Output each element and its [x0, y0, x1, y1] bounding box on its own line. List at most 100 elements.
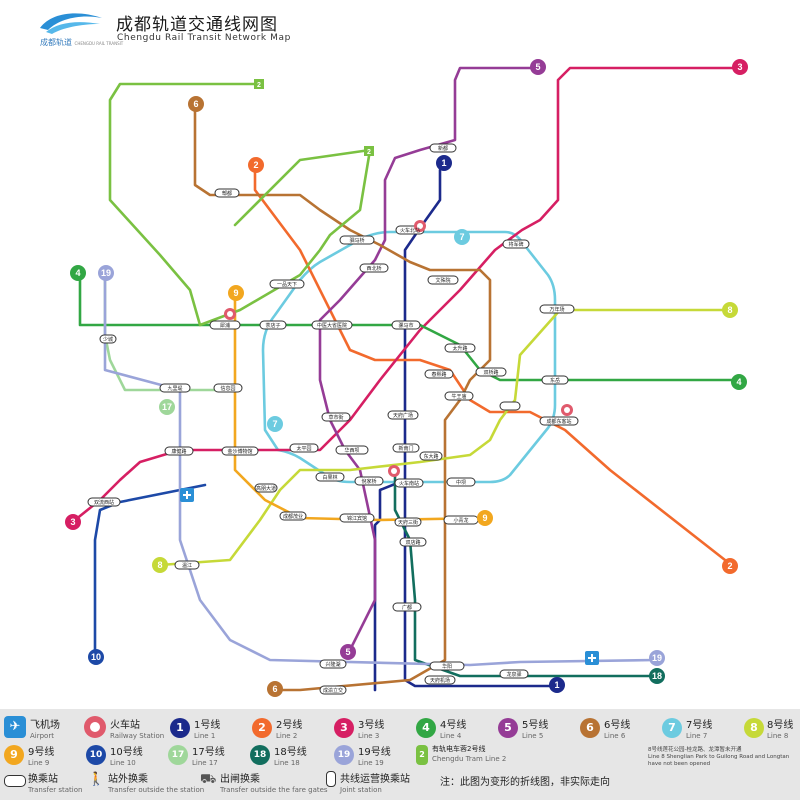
svg-text:华西坝: 华西坝	[344, 447, 359, 454]
line1-path[interactable]	[403, 168, 562, 688]
line10-path[interactable]	[93, 483, 207, 657]
svg-text:白果林: 白果林	[322, 474, 337, 481]
svg-text:6: 6	[272, 684, 277, 694]
line17-path[interactable]	[103, 273, 232, 392]
line7-badge: 7	[662, 718, 682, 738]
line18-badge: 18	[250, 745, 270, 765]
svg-text:新南门: 新南门	[398, 445, 413, 452]
svg-text:10: 10	[91, 652, 101, 662]
svg-text:小青龙: 小青龙	[453, 517, 468, 524]
page-title: 成都轨道交通线网图	[116, 15, 278, 35]
svg-text:金沙博物馆: 金沙博物馆	[227, 448, 252, 455]
svg-text:成都茂业: 成都茂业	[283, 513, 303, 520]
svg-text:8: 8	[157, 560, 162, 570]
svg-text:广都: 广都	[402, 604, 412, 611]
svg-text:骡马市: 骡马市	[398, 322, 413, 329]
svg-text:2: 2	[253, 160, 258, 170]
svg-text:郫都: 郫都	[222, 190, 232, 197]
svg-text:少城: 少城	[103, 336, 113, 343]
tram2-path[interactable]	[108, 82, 372, 327]
svg-text:太平园: 太平园	[296, 445, 311, 452]
svg-text:文殊院: 文殊院	[435, 277, 450, 284]
svg-text:5: 5	[345, 647, 350, 657]
svg-text:6: 6	[193, 99, 198, 109]
svg-text:兴隆湖: 兴隆湖	[325, 661, 340, 668]
svg-text:19: 19	[652, 653, 662, 663]
svg-text:九里堤: 九里堤	[167, 385, 182, 392]
line17-badge: 17	[168, 745, 188, 765]
line8-path[interactable]	[158, 308, 732, 567]
line3-badge: 3	[334, 718, 354, 738]
svg-text:成渝立交: 成渝立交	[323, 687, 343, 694]
svg-text:新都: 新都	[438, 145, 448, 152]
line8-badge: 8	[744, 718, 764, 738]
svg-text:9: 9	[482, 513, 487, 523]
svg-text:17: 17	[162, 402, 172, 412]
svg-text:中坝: 中坝	[456, 479, 466, 486]
svg-text:犀浦: 犀浦	[220, 322, 230, 329]
svg-text:温江: 温江	[182, 562, 192, 569]
svg-text:双桥路: 双桥路	[483, 369, 498, 376]
line19-badge: 19	[334, 745, 354, 765]
svg-text:中医大省医院: 中医大省医院	[317, 322, 347, 329]
line3-path[interactable]	[73, 66, 742, 522]
map-header: 成都轨道 CHENGDU RAIL TRANSIT 成都轨道交通线网图 Chen…	[0, 0, 800, 50]
svg-text:信息园: 信息园	[220, 385, 235, 392]
svg-text:天府广场: 天府广场	[393, 412, 413, 419]
svg-text:成都东客站: 成都东客站	[546, 418, 571, 425]
svg-text:东大路: 东大路	[423, 453, 438, 460]
svg-text:将军碑: 将军碑	[508, 241, 523, 248]
line6-path[interactable]	[193, 103, 492, 692]
svg-text:18: 18	[652, 671, 662, 681]
svg-text:春熙路: 春熙路	[431, 371, 446, 378]
svg-text:倪家桥: 倪家桥	[361, 478, 376, 485]
svg-text:19: 19	[101, 268, 111, 278]
svg-text:万年场: 万年场	[549, 306, 564, 313]
joint-station-icon	[326, 771, 336, 787]
svg-text:康健路: 康健路	[171, 448, 186, 455]
metro-network-map[interactable]: 1 1 2 2 3 3 4 4 5 5 6 6 7 7 8 8 9 9 10 1…	[0, 0, 800, 710]
line2-badge: 2	[252, 718, 272, 738]
svg-text:2: 2	[367, 149, 371, 156]
svg-text:5: 5	[535, 62, 540, 72]
svg-text:太升路: 太升路	[452, 345, 467, 352]
svg-text:9: 9	[233, 288, 238, 298]
line5-path[interactable]	[318, 66, 540, 652]
svg-text:1: 1	[441, 158, 446, 168]
svg-text:高朋大道: 高朋大道	[256, 485, 276, 492]
airport-legend-icon: ✈	[4, 716, 26, 738]
legend-note: 注：此图为变形的折线图，非实际走向	[440, 777, 610, 788]
svg-text:2: 2	[727, 561, 732, 571]
line2-path[interactable]	[253, 168, 727, 562]
line18-path[interactable]	[393, 468, 657, 678]
walk-transfer-icon: 🚶	[88, 772, 105, 787]
line19-path[interactable]	[103, 273, 657, 667]
svg-text:双店路: 双店路	[405, 539, 420, 546]
gate-transfer-icon: ⛟	[200, 772, 217, 787]
station-label: 火车北站	[400, 227, 420, 234]
line9-badge: 9	[4, 745, 24, 765]
svg-text:锦江宾馆: 锦江宾馆	[347, 515, 367, 522]
transfer-station-icon	[4, 775, 26, 787]
line6-badge: 6	[580, 718, 600, 738]
svg-text:7: 7	[272, 419, 277, 429]
svg-text:4: 4	[736, 377, 741, 387]
svg-text:驷马桥: 驷马桥	[349, 237, 364, 244]
svg-text:牛王庙: 牛王庙	[451, 393, 466, 400]
